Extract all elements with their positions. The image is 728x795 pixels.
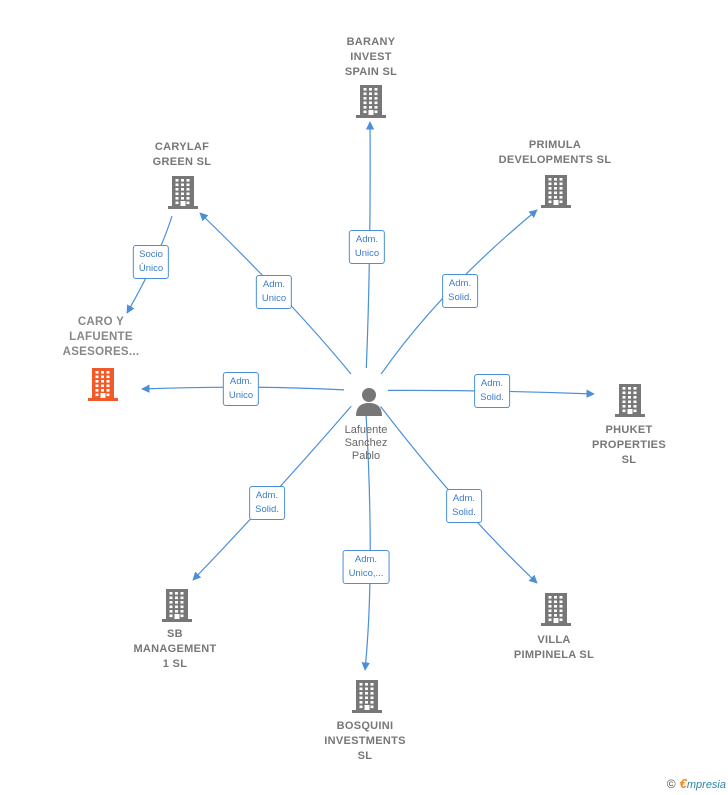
building-icon-carylaf[interactable] xyxy=(168,175,198,214)
building-icon-villa[interactable] xyxy=(541,592,571,631)
node-label-sb[interactable]: SB MANAGEMENT 1 SL xyxy=(133,628,217,670)
node-label-caro[interactable]: CARO Y LAFUENTE ASESORES... xyxy=(62,316,140,358)
node-label-phuket[interactable]: PHUKET PROPERTIES SL xyxy=(592,424,666,466)
edge-label-sb[interactable]: Adm. Solid. xyxy=(249,486,285,520)
node-label-carylaf[interactable]: CARYLAF GREEN SL xyxy=(152,141,212,168)
edge-label-socio[interactable]: Socio Único xyxy=(132,245,170,279)
footer-brand: ©€mpresia xyxy=(667,776,726,791)
building-icon-barany[interactable] xyxy=(356,84,386,123)
building-icon-primula[interactable] xyxy=(541,174,571,213)
brand-name: mpresia xyxy=(686,779,726,791)
node-label-bosquini[interactable]: BOSQUINI INVESTMENTS SL xyxy=(324,720,406,762)
edge-label-primula[interactable]: Adm. Solid. xyxy=(442,274,478,308)
edge-label-villa[interactable]: Adm. Solid. xyxy=(446,489,482,523)
node-label-barany[interactable]: BARANY INVEST SPAIN SL xyxy=(344,36,398,78)
edge-label-carylaf[interactable]: Adm. Unico xyxy=(255,275,293,309)
node-label-primula[interactable]: PRIMULA DEVELOPMENTS SL xyxy=(498,139,612,166)
building-icon-phuket[interactable] xyxy=(615,383,645,422)
edge-label-phuket[interactable]: Adm. Solid. xyxy=(474,374,510,408)
person-icon[interactable] xyxy=(354,386,384,421)
edge-label-caro[interactable]: Adm. Unico xyxy=(222,372,260,406)
edge-label-barany[interactable]: Adm. Unico xyxy=(348,230,386,264)
building-icon-sb[interactable] xyxy=(162,588,192,627)
node-label-villa[interactable]: VILLA PIMPINELA SL xyxy=(513,634,595,661)
building-icon-bosquini[interactable] xyxy=(352,679,382,718)
person-label[interactable]: Lafuente Sanchez Pablo xyxy=(344,424,388,462)
building-icon-caro[interactable] xyxy=(88,367,118,406)
copyright-icon: © xyxy=(666,777,676,791)
brand-logo-letter: € xyxy=(679,776,687,791)
edge-label-bosquini[interactable]: Adm. Unico,... xyxy=(342,550,390,584)
